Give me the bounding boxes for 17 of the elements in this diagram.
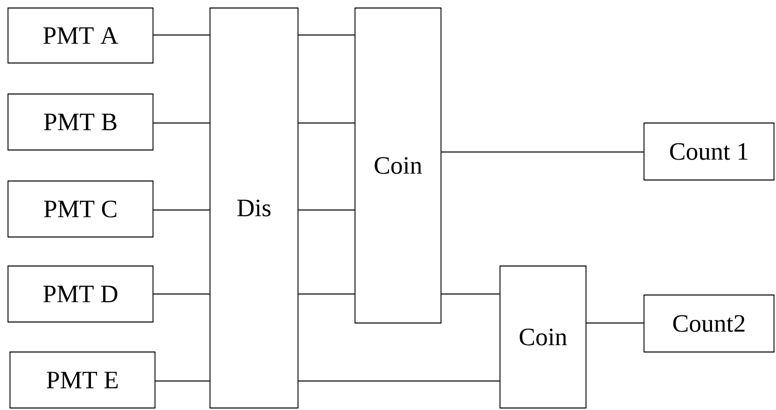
counter-box: Count2 (644, 294, 774, 352)
connector-line (298, 380, 500, 382)
pmt-box: PMT A (8, 8, 154, 64)
pmt-box: PMT B (8, 94, 154, 150)
connector-line (298, 122, 355, 124)
coincidence-box: Coin (500, 266, 586, 408)
connector-line (298, 34, 355, 36)
connector-line (153, 122, 210, 124)
coincidence-box: Coin (354, 8, 442, 324)
pmt-box: PMT E (10, 352, 156, 408)
counter-box: Count 1 (644, 122, 774, 180)
connector-line (155, 380, 210, 382)
connector-line (153, 34, 210, 36)
discriminator-box: Dis (210, 8, 298, 408)
pmt-box: PMT C (8, 180, 154, 238)
pmt-box: PMT D (8, 266, 154, 322)
connector-line (586, 322, 644, 324)
